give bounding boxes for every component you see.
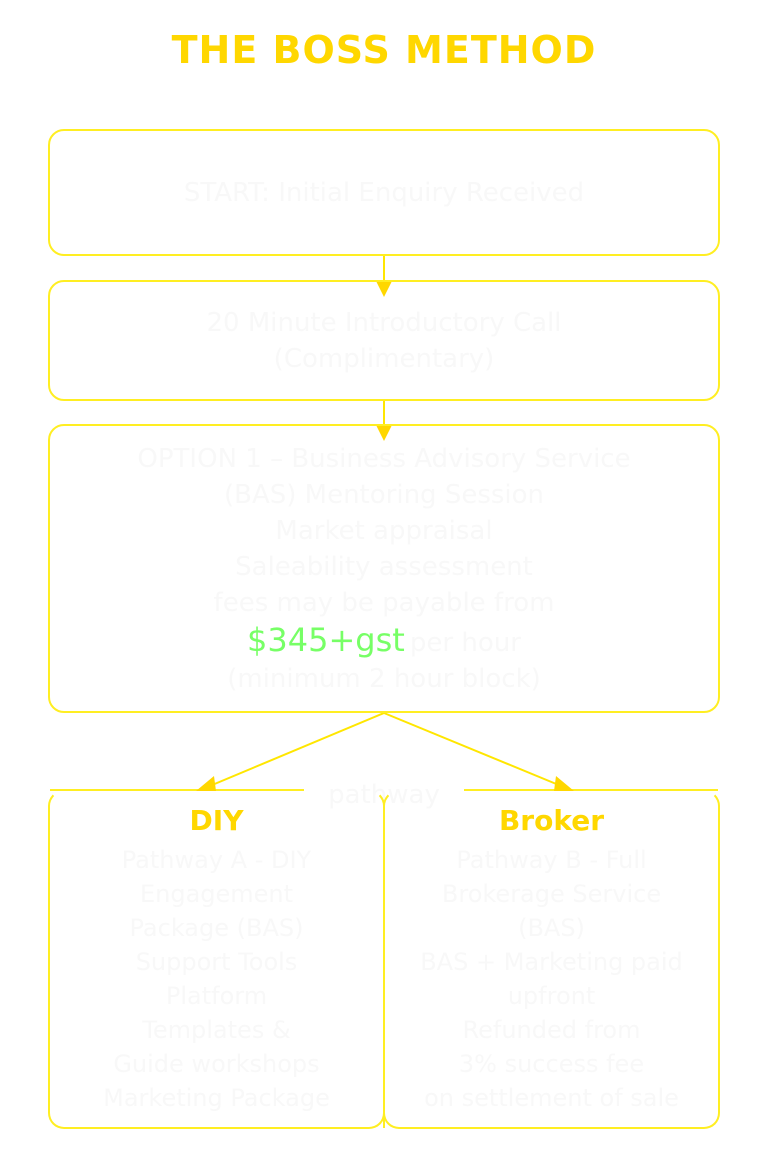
step-intro-call-line: (Complimentary) (273, 343, 495, 374)
connector-option1-to-broker (383, 712, 567, 789)
page-title: THE BOSS METHOD (171, 28, 597, 72)
option1-price-row: $345+gst per hour (247, 621, 521, 661)
option1-line: Saleability assessment (235, 551, 533, 582)
broker-line: Refunded from (462, 1016, 641, 1044)
option1-line: Market appraisal (275, 515, 493, 546)
step-start-text: START: Initial Enquiry Received (183, 177, 585, 208)
option1-line: (minimum 2 hour block) (227, 663, 541, 694)
diy-line: Support Tools (135, 948, 298, 976)
broker-line: on settlement of sale (424, 1084, 679, 1112)
option1-price-suffix: per hour (409, 627, 521, 658)
diy-line: Package (BAS) (129, 914, 304, 942)
option1-line: (BAS) Mentoring Session (223, 479, 545, 510)
diy-line: Marketing Package (103, 1084, 330, 1112)
diy-line: Engagement (139, 880, 294, 908)
diy-heading: DIY (189, 804, 244, 837)
diy-box: DIY Pathway A - DIY Engagement Package (… (48, 790, 385, 1129)
broker-box: Broker Pathway B - Full Brokerage Servic… (383, 790, 720, 1129)
broker-line: BAS + Marketing paid (420, 948, 683, 976)
broker-heading: Broker (498, 804, 605, 837)
broker-line: upfront (507, 982, 596, 1010)
step-start-box: START: Initial Enquiry Received (48, 129, 720, 256)
step-option1-box: OPTION 1 – Business Advisory Service (BA… (48, 424, 720, 713)
step-intro-call-box: 20 Minute Introductory Call (Complimenta… (48, 280, 720, 401)
arrow-down-icon (376, 281, 392, 297)
broker-line: Pathway B - Full (456, 846, 647, 874)
arrow-broker-icon (554, 776, 574, 791)
diy-line: Pathway A - DIY (121, 846, 312, 874)
step-intro-call-line: 20 Minute Introductory Call (206, 307, 562, 338)
diy-line: Platform (165, 982, 268, 1010)
arrow-diy-icon (196, 776, 216, 791)
option1-line: fees may be payable from (213, 587, 555, 618)
broker-line: 3% success fee (458, 1050, 645, 1078)
option1-price: $345+gst (247, 620, 405, 659)
connector-option1-to-diy (204, 712, 385, 789)
diy-line: Guide workshops (113, 1050, 320, 1078)
diy-line: Templates & (142, 1016, 291, 1044)
broker-line: Brokerage Service (441, 880, 662, 908)
arrow-down-icon (376, 425, 392, 441)
option1-line: OPTION 1 – Business Advisory Service (137, 443, 631, 474)
broker-line: (BAS) (518, 914, 585, 942)
